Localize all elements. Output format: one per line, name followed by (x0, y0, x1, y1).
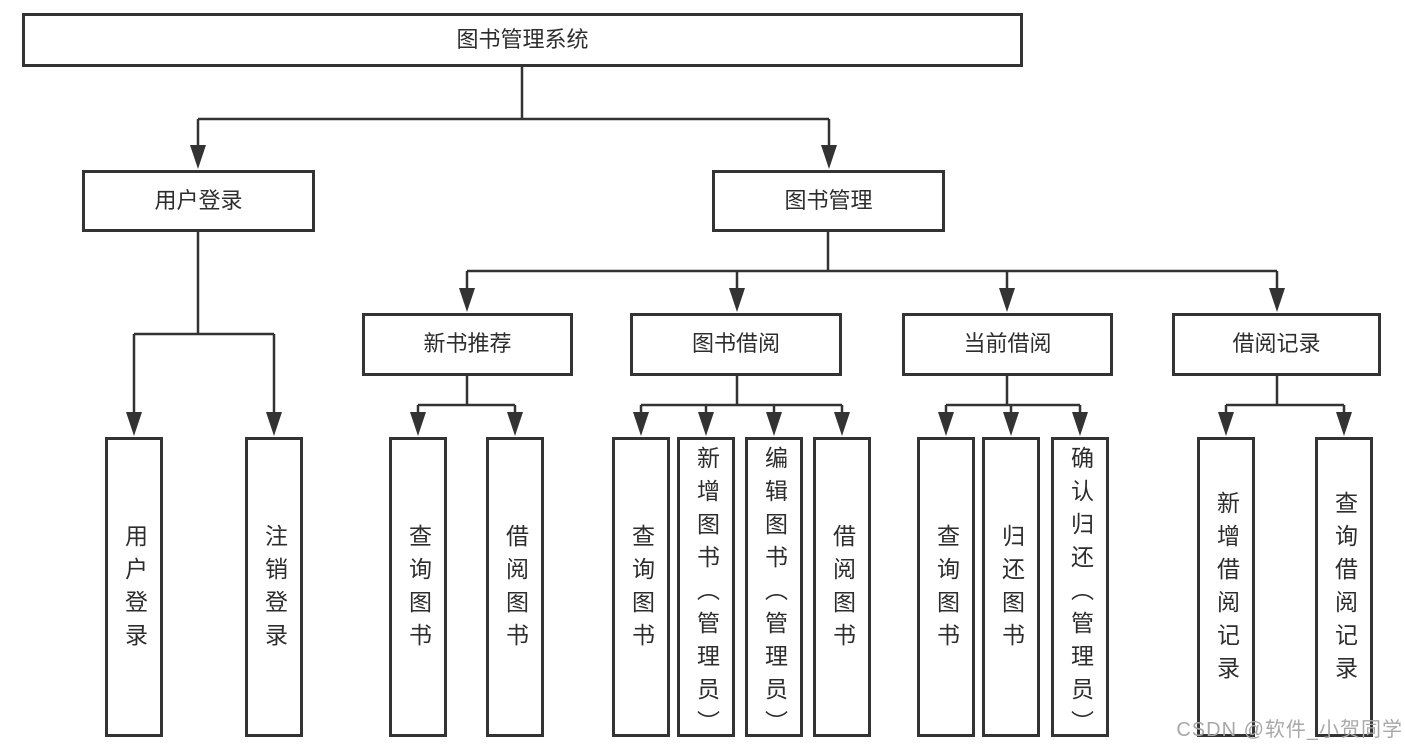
leaf-borrow-add-books-admin: 新增图书（管理员） (677, 437, 735, 743)
leaf-borrow-edit-books-admin: 编辑图书（管理员） (745, 437, 803, 743)
node-new-book-recommend: 新书推荐 (362, 313, 573, 376)
leaf-borrow-query-books: 查询图书 (612, 437, 670, 737)
leaf-records-query-borrow-record: 查询借阅记录 (1315, 437, 1373, 737)
node-book-borrow: 图书借阅 (630, 313, 842, 376)
leaf-records-add-borrow-record: 新增借阅记录 (1197, 437, 1255, 737)
node-root: 图书管理系统 (22, 13, 1023, 67)
leaf-current-return-books: 归还图书 (982, 437, 1040, 737)
leaf-current-query-books: 查询图书 (917, 437, 975, 737)
node-user-login: 用户登录 (82, 170, 315, 232)
leaf-newbook-borrow-books: 借阅图书 (486, 437, 544, 737)
leaf-current-confirm-return-admin: 确认归还（管理员） (1051, 437, 1109, 743)
node-borrow-records: 借阅记录 (1172, 313, 1381, 376)
node-current-borrow: 当前借阅 (902, 313, 1113, 376)
leaf-user-login: 用户登录 (105, 437, 163, 737)
leaf-logout: 注销登录 (245, 437, 303, 737)
leaf-borrow-borrow-books: 借阅图书 (813, 437, 871, 737)
watermark: CSDN @软件_小贺同学 (1176, 719, 1403, 741)
leaf-newbook-query-books: 查询图书 (389, 437, 447, 737)
node-book-management: 图书管理 (712, 170, 945, 232)
